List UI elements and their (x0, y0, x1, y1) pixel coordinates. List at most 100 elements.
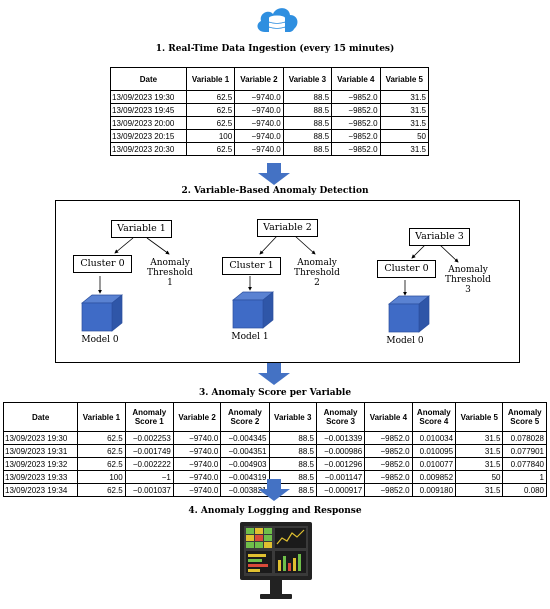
table-cell: 62.5 (77, 431, 126, 445)
table-cell: −9852.0 (364, 431, 413, 445)
step-1-title: 1. Real-Time Data Ingestion (every 15 mi… (155, 44, 395, 54)
table-cell: 88.5 (268, 457, 317, 471)
table-cell: 88.5 (268, 444, 317, 458)
table-cell: −9852.0 (364, 483, 413, 497)
table-cell: −0.002253 (124, 431, 174, 445)
table-cell: 88.5 (268, 431, 317, 445)
column-header-line: Variable 1 (82, 412, 121, 422)
table-cell: −0.004351 (220, 444, 270, 458)
cube-model-icon (232, 291, 274, 329)
table-cell: 13/09/2023 19:31 (2, 444, 79, 458)
table-cell: 31.5 (455, 483, 504, 497)
table-cell: 0.078028 (502, 431, 547, 445)
table-cell: −0.002222 (124, 457, 174, 471)
table-cell: 13/09/2023 19:33 (2, 470, 79, 484)
table-cell: −9852.0 (364, 470, 413, 484)
column-header-line: Anomaly (228, 408, 262, 417)
column-header-line: Score 3 (326, 417, 355, 426)
cube-model-icon (81, 294, 123, 332)
column-header-line: Score 1 (134, 417, 164, 426)
cluster-0-box-2: Cluster 0 (377, 260, 436, 278)
column-header: Variable 3 (268, 402, 317, 432)
table-cell: −0.001749 (124, 444, 174, 458)
table-cell: 62.5 (185, 142, 236, 156)
column-header: Variable 5 (379, 67, 430, 91)
table-cell: −0.000986 (315, 444, 366, 458)
table-cell: 31.5 (455, 431, 504, 445)
model-1-label: Model 1 (231, 332, 269, 342)
table-cell: −1 (124, 470, 174, 484)
table-cell: 31.5 (455, 457, 504, 471)
table-cell: −9852.0 (364, 457, 413, 471)
cube-model-icon (388, 295, 430, 333)
table-cell: 50 (455, 470, 504, 484)
column-header: Variable 5 (455, 402, 504, 432)
column-header-line: Variable 5 (460, 412, 498, 422)
step-4-title: 4. Anomaly Logging and Response (188, 506, 362, 516)
table-cell: 0.080 (502, 483, 547, 497)
table-cell: 0.009852 (411, 470, 457, 484)
table-cell: −9740.0 (172, 457, 222, 471)
variable-3-box: Variable 3 (409, 228, 470, 246)
table-cell: 13/09/2023 19:30 (2, 431, 79, 445)
table-cell: 100 (77, 470, 126, 484)
table-cell: 0.077901 (502, 444, 547, 458)
model-0-label-2: Model 0 (386, 336, 424, 346)
down-arrow-icon (258, 363, 290, 385)
column-header: Variable 2 (172, 402, 222, 432)
column-header: Date (2, 402, 79, 432)
table-cell: 62.5 (77, 444, 126, 458)
model-0-label: Model 0 (81, 335, 119, 345)
table-cell: −0.003821 (220, 483, 270, 497)
column-header-line: Variable 3 (274, 412, 312, 422)
monitor-dashboard-icon (240, 522, 312, 599)
table-cell: −9852.0 (331, 142, 381, 156)
table-cell: 0.010034 (411, 431, 457, 445)
table-cell: −9852.0 (364, 444, 413, 458)
column-header: Variable 4 (331, 67, 381, 91)
cluster-0-box: Cluster 0 (73, 255, 132, 273)
column-header: Variable 1 (185, 67, 236, 91)
column-header-line: Variable 2 (178, 412, 216, 422)
table-cell: −0.004345 (220, 431, 270, 445)
column-header-line: Score 4 (419, 417, 449, 426)
column-header-line: Anomaly (323, 408, 358, 417)
variable-2-box: Variable 2 (257, 219, 318, 237)
table-cell: −0.004903 (220, 457, 270, 471)
table-cell: 62.5 (77, 483, 126, 497)
table-cell: −0.001147 (315, 470, 366, 484)
table-cell: 1 (502, 470, 547, 484)
table-cell: 13/09/2023 19:34 (2, 483, 79, 497)
table-cell: −0.001037 (124, 483, 174, 497)
column-header-line: Variable 4 (369, 412, 408, 422)
column-header-line: Anomaly (132, 408, 167, 417)
table-cell: −9740.0 (172, 431, 222, 445)
table-cell: 0.077840 (502, 457, 547, 471)
column-header-line: Anomaly (507, 408, 542, 417)
table-cell: 62.5 (77, 457, 126, 471)
table-cell: −9740.0 (172, 470, 222, 484)
column-header: Variable 1 (77, 402, 126, 432)
column-header-line: Score 2 (230, 417, 260, 426)
table-cell: −9740.0 (172, 483, 222, 497)
down-arrow-icon (258, 479, 290, 501)
table-cell: 0.010077 (411, 457, 457, 471)
down-arrow-icon (258, 163, 290, 185)
step-3-title: 3. Anomaly Score per Variable (198, 388, 352, 398)
table-cell: 0.009180 (411, 483, 457, 497)
table-cell: −0.001339 (315, 431, 366, 445)
